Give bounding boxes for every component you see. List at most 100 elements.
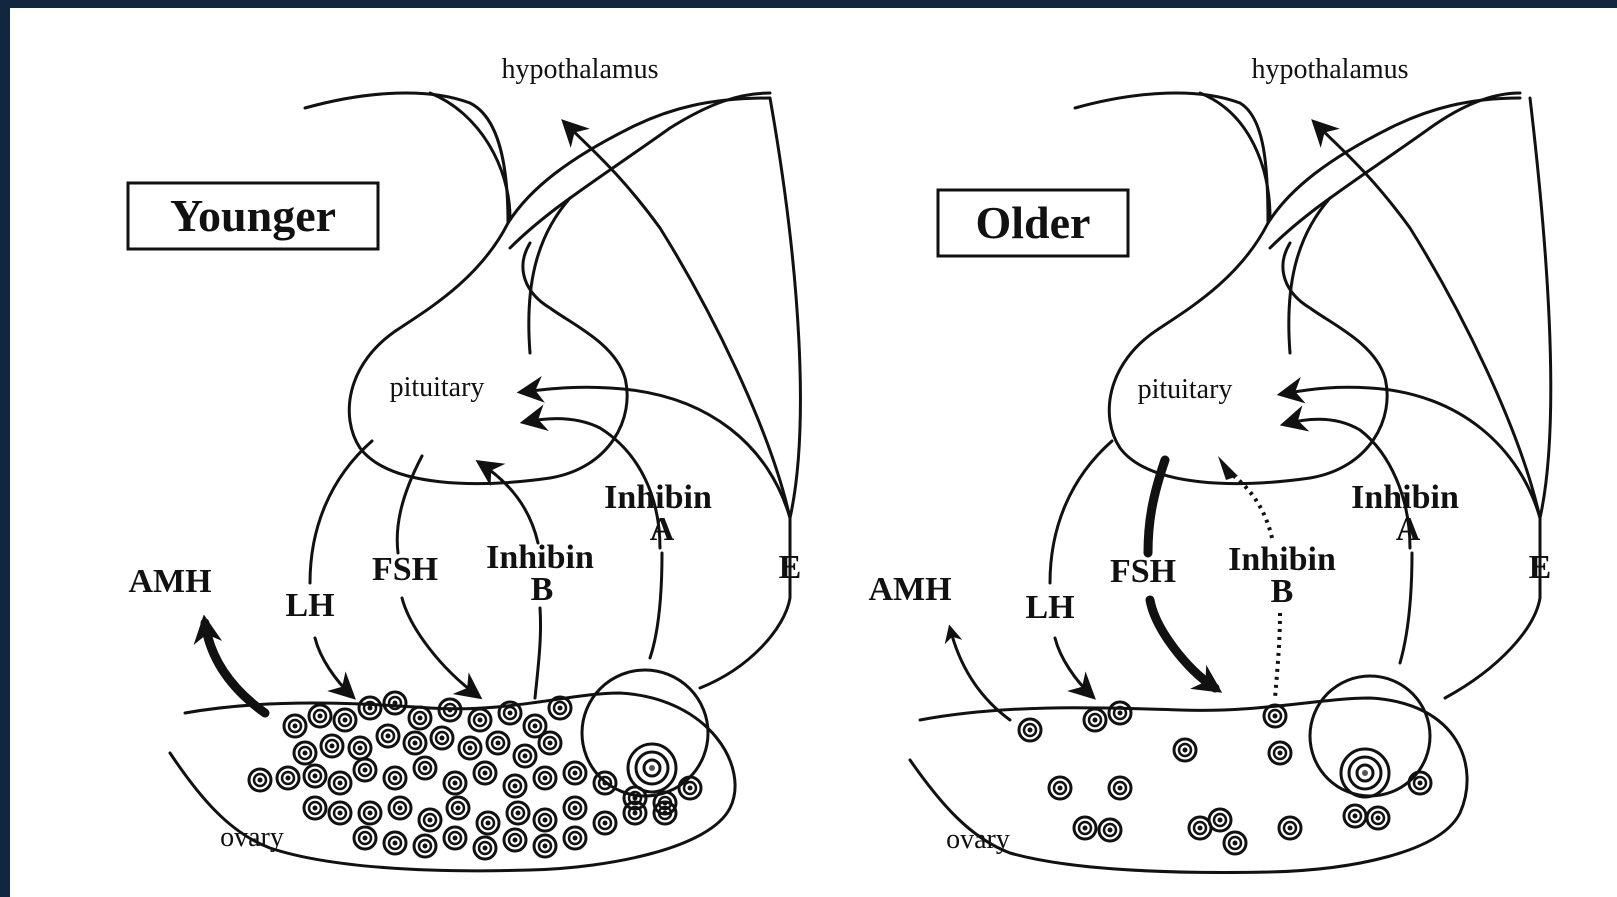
- small-follicle: [359, 697, 381, 719]
- small-follicle: [534, 835, 556, 857]
- small-follicle: [321, 735, 343, 757]
- small-follicle: [384, 767, 406, 789]
- amh-label: AMH: [128, 563, 211, 600]
- small-follicle: [1269, 742, 1291, 764]
- small-follicle: [1279, 817, 1301, 839]
- small-follicle: [1074, 817, 1096, 839]
- inhibin-b-label-2: B: [1271, 573, 1294, 610]
- small-follicle: [507, 802, 529, 824]
- fsh-label: FSH: [372, 551, 438, 588]
- inhibin-b-line: [535, 608, 541, 698]
- small-follicle: [354, 827, 376, 849]
- panel-title: Older: [976, 197, 1091, 248]
- small-follicle: [419, 809, 441, 831]
- e-label: E: [779, 549, 802, 586]
- small-follicle: [1084, 709, 1106, 731]
- inhibin-b-label-2: B: [531, 571, 554, 608]
- small-follicle: [414, 835, 436, 857]
- small-follicle: [564, 797, 586, 819]
- small-follicle: [1344, 805, 1366, 827]
- hypothalamus-label: hypothalamus: [1251, 54, 1408, 85]
- inhibin-b-arrowhead: [1218, 456, 1238, 480]
- small-follicle: [329, 802, 351, 824]
- estradiol-outer-line: [1530, 98, 1551, 518]
- small-follicle: [354, 759, 376, 781]
- small-follicle: [1409, 772, 1431, 794]
- fsh-line-top-bold: [1148, 460, 1165, 553]
- small-follicle: [304, 797, 326, 819]
- dominant-follicle: [1310, 676, 1430, 797]
- small-follicles: [249, 692, 701, 859]
- small-follicle: [1099, 819, 1121, 841]
- small-follicle: [1209, 809, 1231, 831]
- pituitary-outline: [349, 223, 627, 484]
- small-follicle: [444, 827, 466, 849]
- lh-line-top: [310, 441, 372, 583]
- small-follicle: [1264, 705, 1286, 727]
- small-follicle: [249, 769, 271, 791]
- panel-younger: Younger hypothalamus pituitary E Inhibin…: [128, 54, 801, 871]
- small-follicle: [409, 707, 431, 729]
- lh-arrow: [1055, 638, 1092, 696]
- small-follicle: [1019, 719, 1041, 741]
- small-follicle: [444, 772, 466, 794]
- ovary-label: ovary: [220, 822, 284, 853]
- hypothalamus-outline-2: [430, 93, 510, 218]
- small-follicle: [377, 725, 399, 747]
- small-follicle: [469, 709, 491, 731]
- amh-label: AMH: [868, 571, 951, 608]
- pituitary-outline: [1109, 223, 1387, 484]
- ovary-label: ovary: [946, 824, 1010, 855]
- hypothalamus-label: hypothalamus: [501, 54, 658, 85]
- lh-arrow: [315, 638, 352, 696]
- small-follicle: [294, 742, 316, 764]
- lh-label: LH: [285, 587, 334, 624]
- small-follicle: [1367, 807, 1389, 829]
- hypothalamus-outline-3: [1268, 98, 1520, 223]
- amh-arrow-bold: [205, 623, 265, 713]
- small-follicle: [564, 827, 586, 849]
- small-follicle: [284, 715, 306, 737]
- small-follicle: [1109, 777, 1131, 799]
- panel-older: Older hypothalamus pituitary E Inhibin A…: [868, 54, 1551, 872]
- pituitary-label: pituitary: [1138, 374, 1233, 405]
- small-follicle: [334, 709, 356, 731]
- small-follicle: [514, 745, 536, 767]
- estradiol-to-hypothalamus-arrow: [1315, 123, 1540, 518]
- small-follicle: [534, 809, 556, 831]
- stalk-inner-line: [1289, 198, 1330, 353]
- small-follicle: [539, 732, 561, 754]
- estradiol-outer-line: [770, 98, 800, 518]
- small-follicle: [431, 727, 453, 749]
- small-follicle: [477, 812, 499, 834]
- fsh-arrow-bold: [1150, 600, 1215, 688]
- hypothalamus-outline-4: [1270, 93, 1520, 248]
- small-follicle: [329, 772, 351, 794]
- small-follicle: [534, 767, 556, 789]
- fsh-label: FSH: [1110, 553, 1176, 590]
- small-follicle: [459, 737, 481, 759]
- small-follicle: [594, 772, 616, 794]
- small-follicle: [384, 832, 406, 854]
- small-follicle: [1049, 777, 1071, 799]
- hypothalamus-outline-3: [508, 98, 770, 223]
- inhibin-b-arrow: [480, 463, 538, 543]
- small-follicle: [679, 777, 701, 799]
- small-follicle: [404, 732, 426, 754]
- panel-title: Younger: [170, 190, 336, 241]
- estradiol-to-hypothalamus-arrow: [565, 123, 790, 518]
- small-follicle: [1224, 832, 1246, 854]
- inhibin-a-line: [650, 553, 662, 658]
- inhibin-a-line: [1400, 553, 1412, 663]
- amh-arrow-thin: [950, 628, 1010, 720]
- small-follicle: [594, 812, 616, 834]
- lh-line-top: [1050, 441, 1112, 583]
- e-label: E: [1529, 549, 1552, 586]
- inhibin-a-label-2: A: [1396, 511, 1421, 548]
- estradiol-to-ovary-line: [1445, 518, 1540, 698]
- small-follicle: [564, 762, 586, 784]
- small-follicle: [389, 797, 411, 819]
- small-follicle: [414, 757, 436, 779]
- small-follicle: [384, 692, 406, 714]
- small-follicle: [474, 762, 496, 784]
